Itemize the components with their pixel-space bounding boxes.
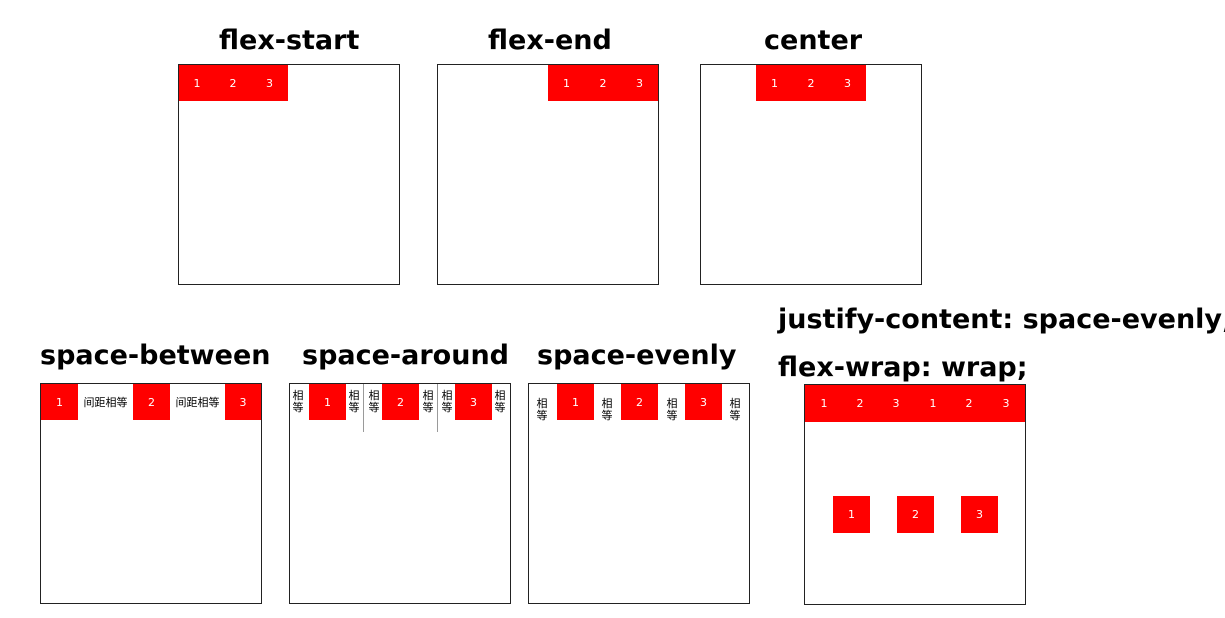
flex-end-item-1: 1 — [548, 65, 585, 101]
flex-end-panel: 1 2 3 — [437, 64, 659, 285]
title-wrap-line-2: flex-wrap: wrap; — [778, 352, 1028, 383]
title-space-between: space-between — [40, 340, 271, 371]
title-wrap-line-1: justify-content: space-evenly; — [778, 304, 1225, 335]
space-around-item-1: 1 — [309, 384, 346, 420]
title-space-around: space-around — [302, 340, 509, 371]
center-item-1: 1 — [756, 65, 793, 101]
space-around-item-3: 3 — [455, 384, 492, 420]
space-evenly-gap-label-4: 相等 — [729, 397, 741, 422]
center-panel: 1 2 3 — [700, 64, 922, 285]
flex-start-panel: 1 2 3 — [178, 64, 400, 285]
space-around-gap-label-6: 相等 — [494, 389, 506, 414]
center-item-2: 2 — [793, 65, 829, 101]
space-evenly-panel: 相等 1 相等 2 相等 3 相等 — [528, 383, 750, 604]
title-flex-end: flex-end — [488, 25, 612, 56]
space-between-gap-label-1: 间距相等 — [83, 396, 128, 409]
center-item-3: 3 — [829, 65, 866, 101]
wrap-top-item-3: 3 — [878, 385, 914, 422]
title-flex-start: flex-start — [219, 25, 360, 56]
space-around-gap-label-3: 相等 — [368, 389, 380, 414]
space-evenly-item-1: 1 — [557, 384, 594, 420]
wrap-top-item-1: 1 — [806, 385, 842, 422]
wrap-bottom-item-1: 1 — [833, 496, 870, 533]
space-around-divider-2 — [437, 384, 438, 432]
title-space-evenly: space-evenly — [537, 340, 737, 371]
space-between-gap-label-2: 间距相等 — [175, 396, 220, 409]
space-around-gap-label-1: 相等 — [292, 389, 304, 414]
wrap-bottom-item-3: 3 — [961, 496, 998, 533]
space-evenly-gap-label-2: 相等 — [601, 397, 613, 422]
wrap-top-item-2: 2 — [842, 385, 878, 422]
space-evenly-item-3: 3 — [685, 384, 722, 420]
flex-start-item-2: 2 — [215, 65, 251, 101]
flex-end-item-2: 2 — [585, 65, 621, 101]
space-around-gap-label-2: 相等 — [348, 389, 360, 414]
wrap-top-item-4: 1 — [915, 385, 951, 422]
space-around-panel: 相等 1 相等 相等 2 相等 相等 3 相等 — [289, 383, 511, 604]
space-around-divider-1 — [363, 384, 364, 432]
space-between-item-1: 1 — [41, 384, 78, 420]
space-around-gap-label-4: 相等 — [422, 389, 434, 414]
space-evenly-gap-label-3: 相等 — [666, 397, 678, 422]
space-around-item-2: 2 — [382, 384, 419, 420]
space-evenly-gap-label-1: 相等 — [536, 397, 548, 422]
space-evenly-item-2: 2 — [621, 384, 658, 420]
wrap-bottom-item-2: 2 — [897, 496, 934, 533]
title-center: center — [764, 25, 863, 56]
wrap-panel: 1 2 3 1 2 3 1 2 3 — [804, 384, 1026, 605]
wrap-top-item-6: 3 — [988, 385, 1024, 422]
wrap-top-item-5: 2 — [951, 385, 987, 422]
flex-start-item-1: 1 — [179, 65, 215, 101]
space-between-item-2: 2 — [133, 384, 170, 420]
space-around-gap-label-5: 相等 — [441, 389, 453, 414]
flex-start-item-3: 3 — [251, 65, 288, 101]
space-between-item-3: 3 — [225, 384, 261, 420]
space-between-panel: 1 间距相等 2 间距相等 3 — [40, 383, 262, 604]
flex-end-item-3: 3 — [621, 65, 658, 101]
